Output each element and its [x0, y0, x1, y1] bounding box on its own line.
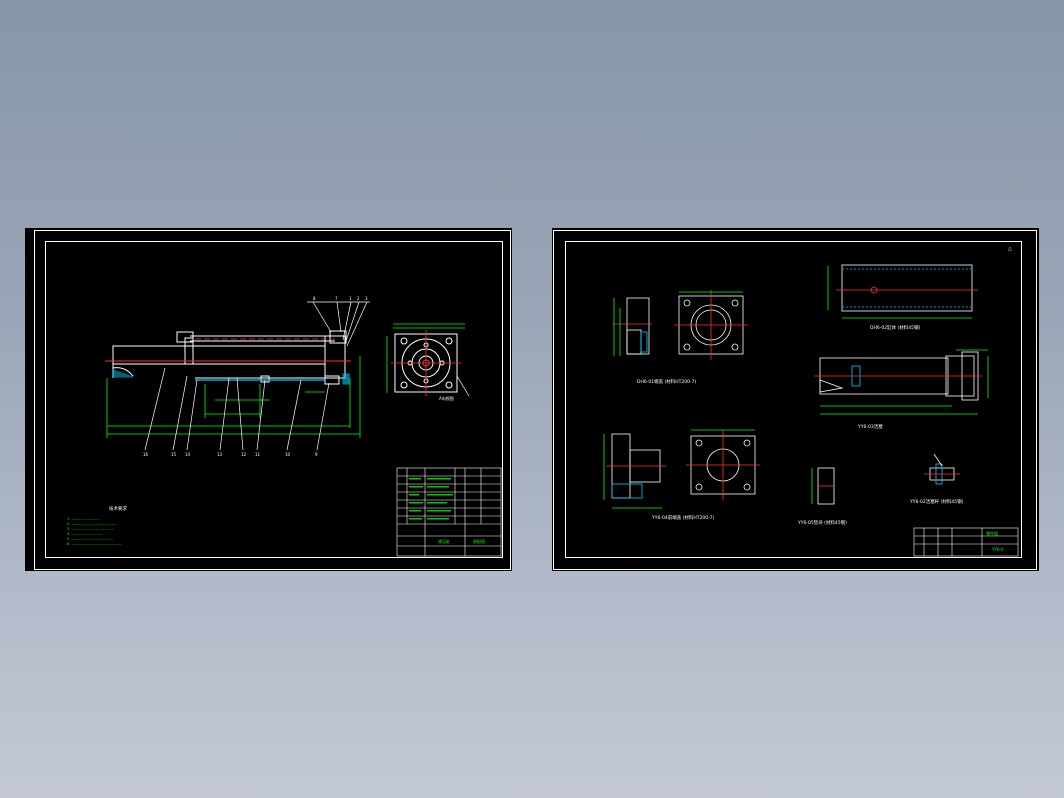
- cylinder-barrel-view: [827, 264, 978, 319]
- assembly-dimensions: [106, 356, 361, 438]
- part-leaders: [144, 301, 370, 451]
- part-caption: YY6-04前端盖 (材料HT200-7): [651, 514, 715, 521]
- balloon-label: 16: [143, 452, 149, 457]
- part-caption: DH6-02缸体 (材料45钢): [870, 324, 920, 331]
- balloon-label: 12: [241, 452, 247, 457]
- parts-drawing-sheet: △ DH6-01端盖 (材料HT200-7): [552, 228, 1039, 571]
- flange-end-view: A向视图: [386, 323, 470, 401]
- assembly-drawing-canvas: 16 15 14 13 12 11 10 9 8 7 1 2 3: [67, 296, 502, 557]
- balloon-label: 11: [255, 452, 261, 457]
- tech-note: 6. -------------------------------------…: [67, 542, 123, 546]
- balloon-label: 3: [365, 296, 368, 301]
- part-caption: YY6-02活塞杆 (材料45钢): [909, 498, 964, 505]
- end-cover-views: [612, 290, 748, 360]
- balloon-label: 14: [185, 452, 191, 457]
- parts-list-table: [396, 467, 502, 557]
- cylinder-assembly-view: [112, 330, 347, 385]
- title-block-name: 零件图: [986, 530, 998, 536]
- section-hatch: [112, 369, 350, 385]
- balloon-label: 1: [349, 296, 352, 301]
- balloon-label: 10: [285, 452, 291, 457]
- piston-rod-view: [814, 349, 989, 415]
- small-rod-view: [924, 453, 960, 485]
- part-caption: DH6-01端盖 (材料HT200-7): [637, 378, 696, 385]
- assembly-drawing-frame: [45, 241, 503, 558]
- balloon-label: 2: [357, 296, 360, 301]
- balloon-label: 15: [171, 452, 177, 457]
- parts-drawing-canvas: △ DH6-01端盖 (材料HT200-7): [603, 246, 1019, 557]
- tech-note: 1. ----------------------: [67, 517, 100, 521]
- tech-note: 4. ------------------------: [67, 532, 102, 536]
- parts-drawing-frame: [565, 241, 1022, 558]
- pad-block-view: [811, 467, 835, 505]
- technical-notes: 技术要求 1. ---------------------- 2. ------…: [67, 505, 127, 546]
- part-caption: YY6-03活塞: [857, 423, 883, 430]
- balloon-label: 7: [335, 296, 338, 301]
- parts-title-block: [913, 527, 1019, 557]
- balloon-label: 13: [217, 452, 223, 457]
- parts-sheet-border: [553, 230, 1037, 570]
- tech-note: 3. ----------------------------------: [67, 527, 115, 531]
- front-cover-views: [603, 429, 760, 509]
- balloon-label: 9: [315, 452, 318, 457]
- tech-note: 2. ------------------------------------: [67, 522, 118, 526]
- title-block-number: 装配图: [473, 538, 485, 544]
- tech-notes-heading: 技术要求: [109, 505, 127, 512]
- title-block-name: 液压缸: [438, 538, 450, 544]
- part-caption: YY6-05垫块 (材料45钢): [797, 519, 847, 526]
- side-view-caption: A向视图: [439, 395, 454, 401]
- assembly-drawing-sheet: 16 15 14 13 12 11 10 9 8 7 1 2 3: [25, 228, 512, 571]
- revision-mark: △: [1008, 246, 1012, 252]
- tech-note: 5. ---------------------------------: [67, 537, 114, 541]
- balloon-label: 8: [313, 296, 316, 301]
- assembly-sheet-border: [34, 230, 511, 570]
- title-block-number: YY6-0: [991, 547, 1004, 552]
